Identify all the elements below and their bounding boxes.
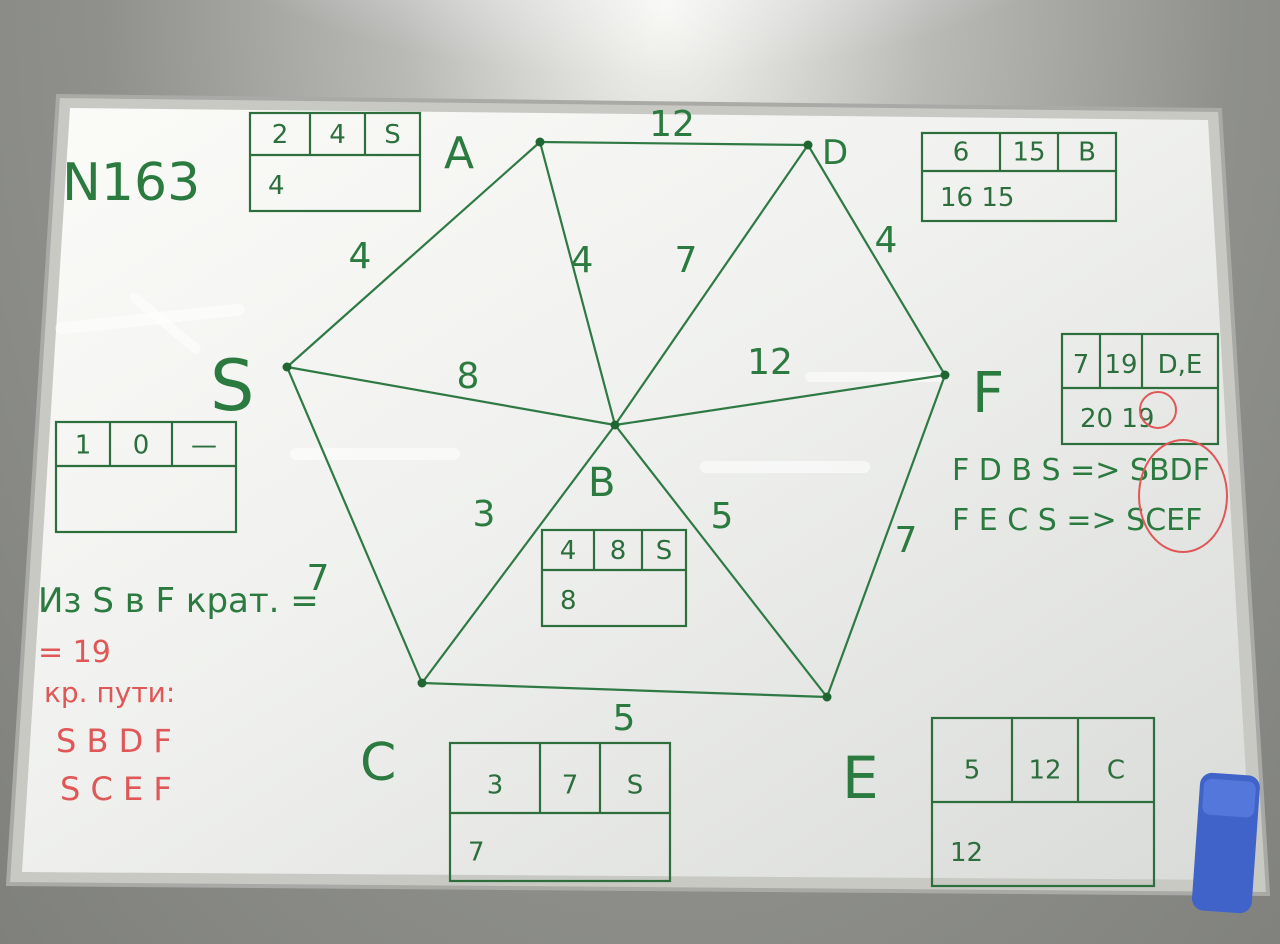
edge-weight-S-A: 4 — [349, 236, 372, 277]
edge-weight-D-F: 4 — [875, 220, 898, 261]
board-title: N163 — [62, 153, 200, 213]
graph-nodes — [282, 137, 950, 702]
table-E-cell-1: 12 — [1028, 755, 1061, 785]
edge-weight-D-B: 7 — [675, 240, 698, 281]
note-line-3: кр. пути: — [44, 676, 175, 709]
edge-D-F — [806, 143, 947, 377]
table-D: 6 15 B 16 15 — [920, 131, 1118, 223]
eraser-icon — [1191, 772, 1260, 914]
table-D-cell-2: B — [1078, 137, 1096, 167]
note-line-5: S C E F — [60, 770, 172, 808]
table-F-cell-1: 19 — [1104, 350, 1137, 380]
table-A-value: 4 — [268, 171, 285, 201]
edge-weight-A-D: 12 — [649, 104, 695, 145]
node-label-S: S — [210, 345, 254, 427]
node-F — [940, 370, 950, 380]
table-B-cell-1: 8 — [610, 536, 627, 566]
edge-weight-C-E: 5 — [613, 698, 636, 739]
path-derivation-2: F E C S => SCEF — [952, 503, 1202, 538]
edge-weight-B-E: 5 — [711, 496, 734, 537]
edge-weight-S-C: 7 — [307, 558, 330, 599]
edge-E-F — [825, 373, 947, 699]
edge-weights: 4 12 4 7 4 8 12 7 3 5 5 7 — [307, 104, 918, 739]
edge-C-E — [420, 681, 829, 699]
table-C-cell-0: 3 — [487, 770, 504, 800]
table-D-cell-1: 15 — [1012, 137, 1045, 167]
table-B-cell-2: S — [656, 536, 673, 566]
node-D — [803, 140, 813, 150]
table-E-cell-0: 5 — [964, 755, 981, 785]
table-A-cell-0: 2 — [272, 120, 289, 150]
node-A — [535, 137, 545, 147]
table-A: 2 4 S 4 — [248, 111, 422, 213]
table-D-cell-0: 6 — [953, 137, 970, 167]
edge-S-C — [285, 365, 424, 685]
edge-B-E — [613, 423, 829, 699]
edge-weight-S-B: 8 — [457, 356, 480, 397]
table-C-cell-2: S — [627, 770, 644, 800]
edge-weight-B-C: 3 — [473, 494, 496, 535]
edge-S-A — [285, 140, 542, 369]
node-label-F: F — [972, 361, 1004, 426]
table-B-value: 8 — [560, 586, 577, 616]
table-S-cell-1: 0 — [133, 431, 150, 461]
table-E-cell-2: C — [1107, 755, 1125, 785]
table-S-cell-2: — — [191, 431, 217, 461]
node-E — [822, 692, 832, 702]
note-line-4: S B D F — [56, 722, 172, 760]
edge-B-C — [420, 423, 617, 685]
node-label-A: A — [444, 128, 474, 179]
path-derivation-1: F D B S => SBDF — [952, 453, 1210, 488]
node-labels: S A D F B C E — [210, 128, 1004, 812]
edge-B-F — [613, 373, 947, 427]
board-surface — [22, 108, 1252, 880]
node-C — [417, 678, 427, 688]
node-label-C: C — [360, 733, 396, 793]
light-glow — [220, 0, 1060, 220]
note-line-2: = 19 — [38, 635, 111, 670]
edge-weight-B-F: 12 — [747, 342, 793, 383]
node-B — [610, 420, 620, 430]
node-label-D: D — [822, 133, 848, 173]
table-F-cell-0: 7 — [1073, 350, 1090, 380]
result-circle — [1139, 391, 1177, 429]
table-C-value: 7 — [468, 838, 485, 868]
answer-circle — [1138, 439, 1228, 553]
table-E-value: 12 — [950, 838, 983, 868]
edge-A-B — [538, 140, 617, 427]
node-label-E: E — [842, 744, 879, 812]
table-S-cell-0: 1 — [75, 431, 92, 461]
table-B-cell-0: 4 — [560, 536, 577, 566]
table-F-cell-2: D,E — [1158, 350, 1203, 380]
table-C-cell-1: 7 — [562, 770, 579, 800]
table-E: 5 12 C 12 — [930, 716, 1156, 888]
edge-S-B — [285, 365, 617, 427]
table-A-cell-2: S — [384, 120, 401, 150]
table-A-cell-1: 4 — [329, 120, 346, 150]
edge-weight-E-F: 7 — [895, 520, 918, 561]
node-S — [282, 362, 292, 372]
edge-D-B — [613, 143, 810, 427]
edge-A-D — [538, 140, 810, 147]
table-C: 3 7 S 7 — [448, 741, 672, 883]
node-label-B: B — [588, 460, 615, 506]
table-S: 1 0 — — [54, 420, 238, 534]
table-D-value: 16 15 — [940, 183, 1014, 213]
edge-weight-A-B: 4 — [571, 240, 594, 281]
graph-edges — [285, 140, 947, 699]
note-line-1: Из S в F крат. = — [38, 581, 319, 621]
